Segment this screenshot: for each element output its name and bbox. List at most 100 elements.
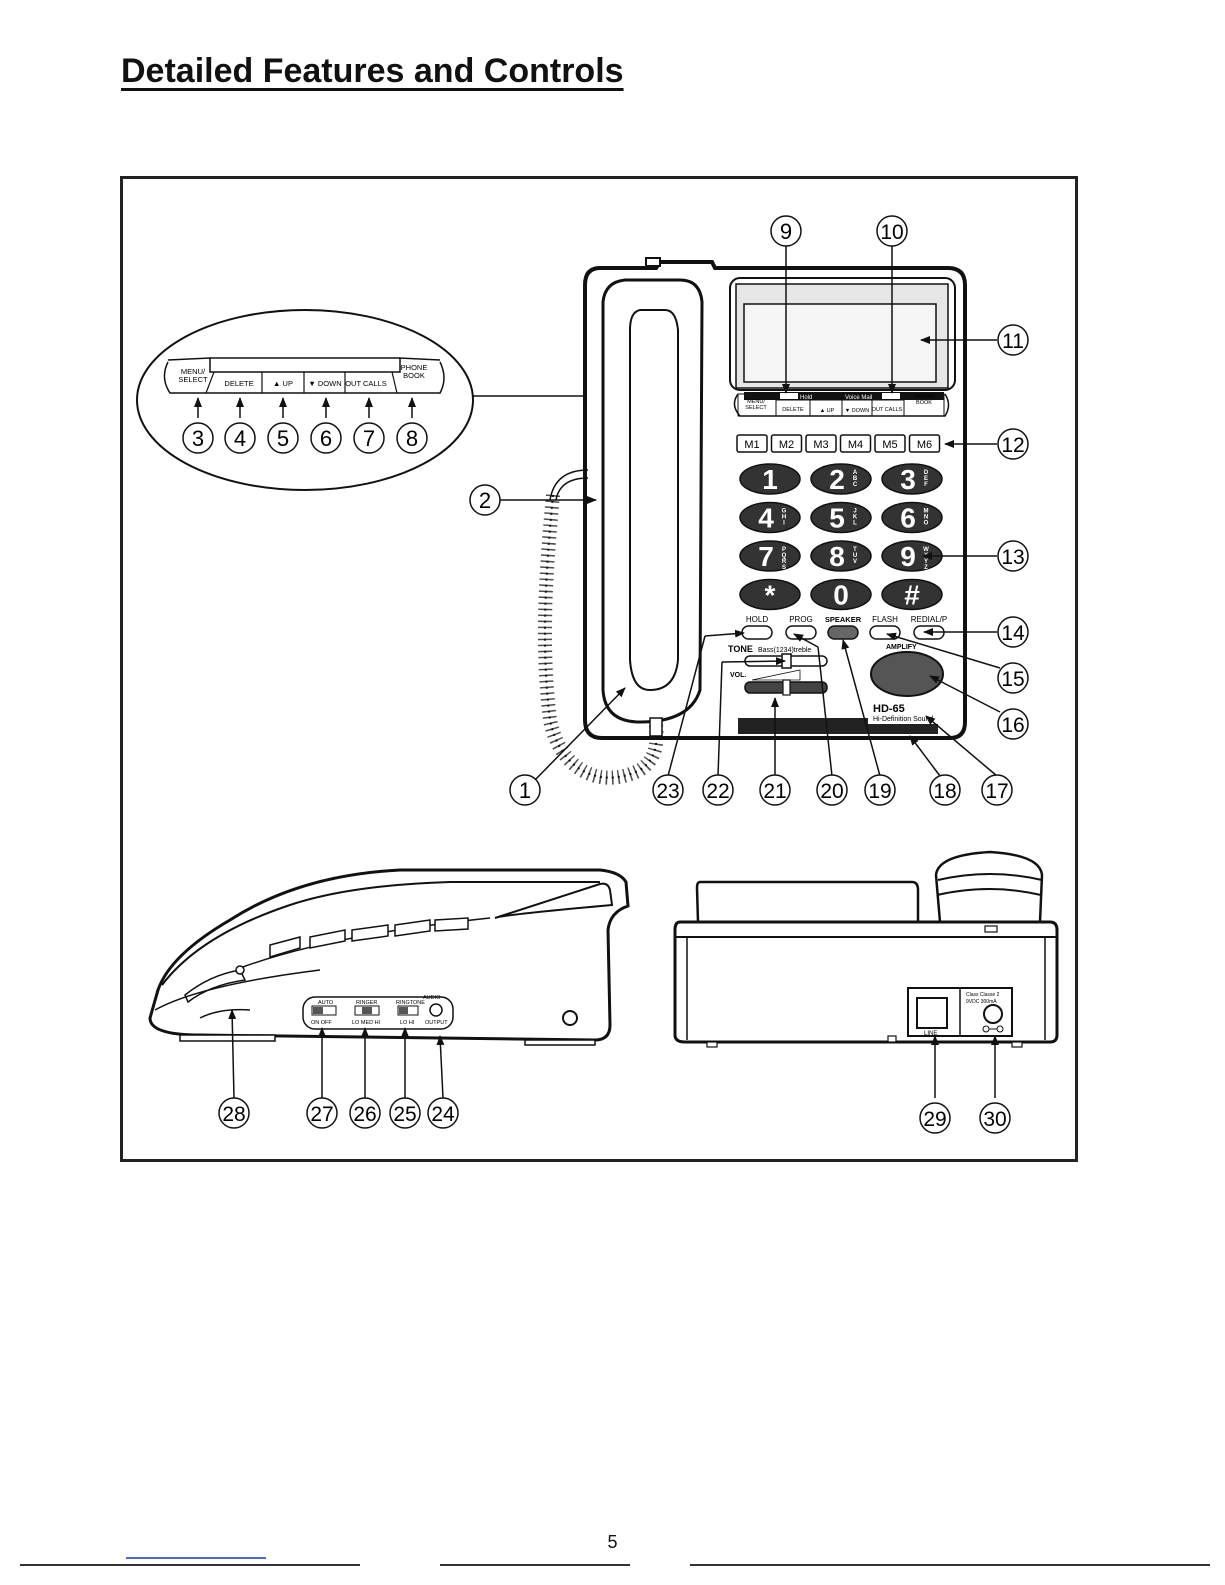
ringer-label: RINGER (356, 1000, 377, 1006)
memory-key[interactable] (770, 434, 803, 453)
keypad-digit: 5 (829, 503, 845, 534)
footer-link-underline (126, 1557, 266, 1559)
callout-number: 19 (868, 780, 891, 803)
keypad-key[interactable] (739, 463, 801, 495)
keypad-key[interactable] (810, 540, 872, 572)
callout-number: 17 (985, 780, 1008, 803)
function-key-label: FLASH (872, 615, 898, 624)
callout-circle (981, 774, 1013, 806)
hold-indicator-label: Hold (800, 395, 812, 401)
ringtone-positions: LO HI (400, 1020, 415, 1026)
function-key-label: REDIAL/P (911, 615, 947, 624)
tone-scale: Bass(1234)treble (758, 647, 811, 654)
keypad-digit: 6 (900, 503, 916, 534)
memory-key[interactable] (805, 434, 837, 453)
nav-key[interactable] (903, 393, 945, 417)
memory-key[interactable] (908, 434, 941, 453)
callout-circle (469, 484, 501, 516)
keypad-key[interactable] (810, 463, 872, 495)
callout-circle (349, 1097, 381, 1129)
model-name: HD-65 (873, 703, 905, 715)
memory-key[interactable] (736, 434, 768, 453)
inset-key-label: DELETE (224, 379, 253, 388)
callout-number: 6 (320, 426, 332, 451)
callout-circle (267, 422, 299, 454)
page-title: Detailed Features and Controls (121, 52, 624, 90)
nav-key-label: ▼ DOWN (845, 408, 869, 414)
function-key-label: HOLD (746, 615, 768, 624)
memory-key-label: M2 (779, 439, 794, 451)
keypad-key[interactable] (810, 501, 872, 534)
callout-circle (997, 428, 1029, 460)
footer-rule-right (690, 1564, 1210, 1566)
callout-circle (997, 540, 1029, 572)
callout-number: 14 (1001, 622, 1025, 645)
nav-key-label: DELETE (782, 407, 804, 413)
memory-key[interactable] (839, 434, 872, 453)
function-key[interactable] (827, 625, 859, 640)
output-label: OUTPUT (425, 1020, 448, 1026)
function-key-label: SPEAKER (825, 615, 862, 624)
callout-number: 29 (923, 1108, 946, 1131)
ringer-positions: LO MED HI (352, 1020, 381, 1026)
inset-key-label: ▼ DOWN (308, 379, 341, 388)
inset-key-label: ▲ UP (273, 379, 293, 388)
callout-circle (919, 1102, 951, 1134)
memory-key[interactable] (874, 434, 906, 453)
callout-number: 1 (519, 778, 531, 803)
keypad-key[interactable] (739, 540, 801, 572)
keypad-key[interactable] (739, 578, 801, 611)
callout-circle (310, 422, 342, 454)
callout-number: 20 (820, 780, 843, 803)
keypad-digit: 9 (900, 541, 916, 572)
callout-number: 13 (1001, 546, 1024, 569)
callout-number: 18 (933, 780, 956, 803)
callout-circle (652, 774, 684, 806)
audio-label: AUDIO (423, 995, 441, 1001)
callout-circle (929, 774, 961, 806)
nav-key-label: OUT CALLS (872, 407, 903, 413)
callout-leaders (228, 246, 1001, 1099)
callout-number: 24 (431, 1103, 455, 1126)
keypad-key[interactable] (810, 578, 872, 611)
keypad-key[interactable] (739, 501, 801, 534)
callout-number: 2 (479, 488, 491, 513)
ringtone-label: RINGTONE (396, 1000, 425, 1006)
function-key[interactable] (741, 625, 773, 640)
keypad-digit: # (904, 580, 920, 611)
callout-number: 16 (1001, 714, 1024, 737)
callout-circle (979, 1102, 1011, 1134)
footer-rule-left (20, 1564, 360, 1566)
keypad-digit: 3 (900, 464, 916, 495)
line-label: LINE (924, 1031, 937, 1037)
function-key-label: PROG (789, 615, 813, 624)
auto-label: AUTO (318, 1000, 334, 1006)
callout-number: 28 (222, 1103, 245, 1126)
dc-power-jack[interactable] (983, 1004, 1003, 1024)
model-subtitle: Hi-Definition Sound (873, 716, 933, 723)
callout-circle (182, 422, 214, 454)
keypad-key[interactable] (881, 501, 943, 534)
memory-key-label: M6 (917, 439, 932, 451)
callout-number: 22 (706, 780, 729, 803)
line-jack[interactable] (916, 997, 948, 1029)
callout-circle (770, 215, 802, 247)
keypad-digit: * (765, 580, 776, 611)
amplify-button[interactable] (870, 651, 944, 697)
callout-circle (876, 215, 908, 247)
memory-key-label: M5 (882, 439, 897, 451)
keypad-key[interactable] (881, 578, 943, 611)
memory-key-label: M3 (813, 439, 828, 451)
callout-number: 10 (880, 221, 903, 244)
keypad-key[interactable] (881, 463, 943, 495)
tone-label: TONE (728, 644, 753, 654)
keypad-digit: 8 (829, 541, 845, 572)
